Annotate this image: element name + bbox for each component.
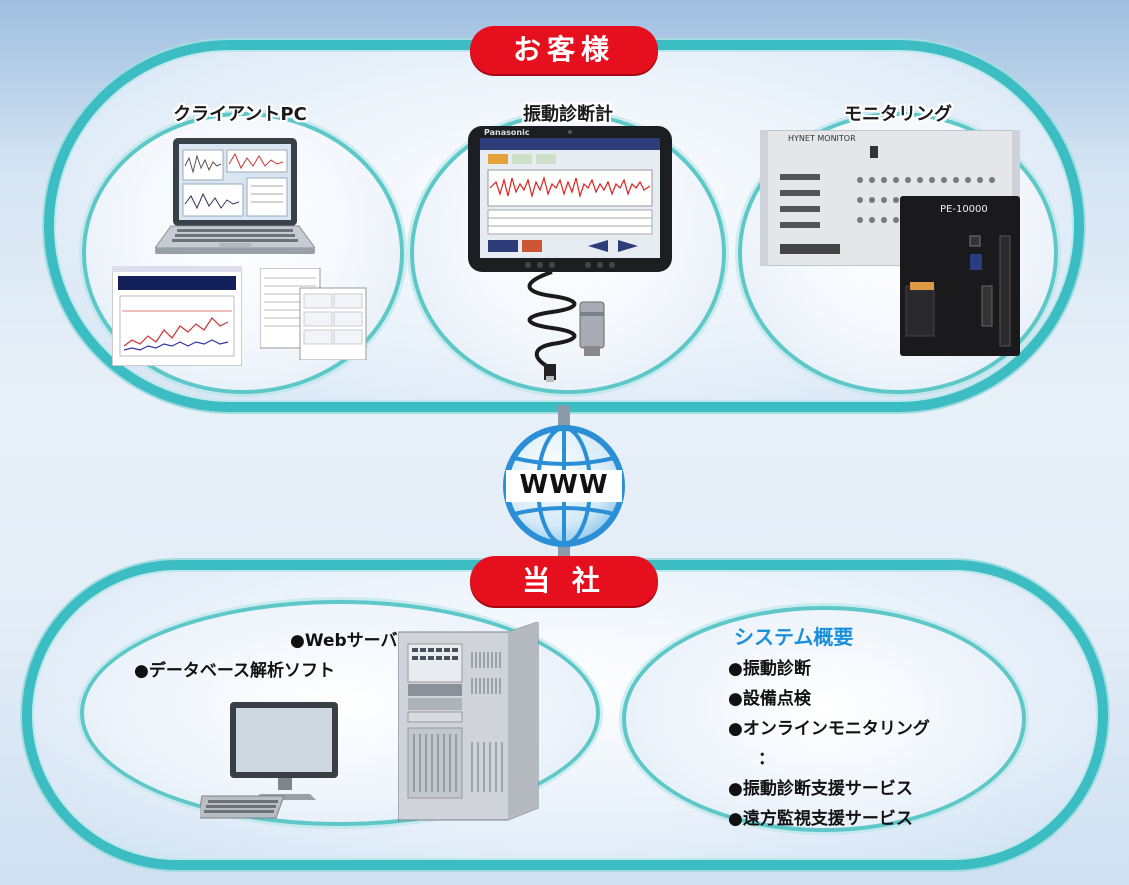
globe-icon bbox=[503, 425, 625, 547]
feature-web-server: ●Webサーバ bbox=[290, 631, 398, 651]
laptop-illustration bbox=[155, 138, 315, 254]
overview-item: ： bbox=[758, 749, 775, 769]
overview-item: ●振動診断支援サービス bbox=[728, 779, 913, 799]
client-pc-label: クライアントPC bbox=[173, 104, 307, 125]
server-features-2: ●データベース解析ソフト bbox=[134, 656, 335, 686]
feature-db-analysis: ●データベース解析ソフト bbox=[134, 661, 335, 681]
company-banner: 当 社 bbox=[470, 556, 658, 606]
report-screenshot bbox=[112, 266, 242, 366]
tablet-brand: Panasonic bbox=[484, 128, 530, 137]
overview-item: ●遠方監視支援サービス bbox=[728, 809, 913, 829]
desktop-pc-illustration bbox=[200, 702, 338, 819]
overview-title: システム概要 bbox=[734, 625, 854, 649]
vibration-meter-label: 振動診断計 bbox=[523, 104, 613, 125]
controller-illustration bbox=[900, 196, 1020, 356]
customer-banner: お客様 bbox=[470, 26, 658, 74]
overview-item: ●オンラインモニタリング bbox=[728, 719, 930, 739]
tablet-illustration bbox=[468, 126, 672, 272]
controller-model: PE-10000 bbox=[940, 204, 988, 215]
monitor-brand: HYNET MONITOR bbox=[788, 134, 856, 143]
sensor-cable-illustration bbox=[527, 272, 605, 382]
overview-item: ●振動診断 bbox=[728, 659, 811, 679]
overview-list: ●振動診断 ●設備点検 ●オンラインモニタリング ： ●振動診断支援サービス ●… bbox=[728, 654, 930, 834]
www-label: WWW bbox=[519, 470, 609, 500]
server-features: ●Webサーバ bbox=[240, 626, 398, 656]
overview-item: ●設備点検 bbox=[728, 689, 811, 709]
server-tower-illustration bbox=[398, 622, 539, 821]
overview-oval bbox=[622, 606, 1026, 832]
monitoring-label: モニタリング bbox=[844, 104, 952, 125]
report-sheets bbox=[260, 268, 367, 360]
